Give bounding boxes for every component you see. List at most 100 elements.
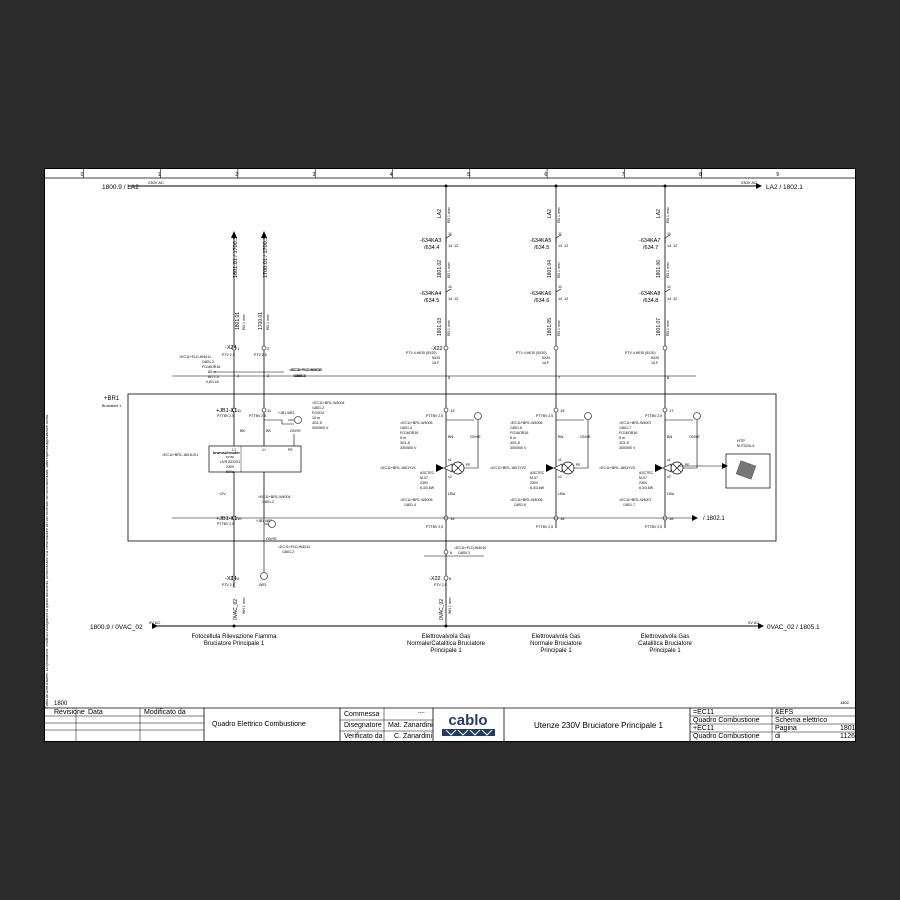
- flame-dev-ref: =EC11+BR1-1801UV1: [162, 453, 198, 457]
- flame-pin-sig: 1+: [262, 448, 266, 452]
- flame-wire-b-spec: RD 1 mm²: [266, 313, 270, 330]
- valve-term-no: 5: [448, 375, 451, 380]
- pin-label: x2: [667, 475, 671, 479]
- x22-bottom-ftv: PTV 2,5: [434, 583, 447, 587]
- tb-project: Quadro Elettrico Combustione: [212, 721, 306, 728]
- valve-wire-gnye: GNYE: [580, 435, 591, 439]
- flame-bus-t2: 2: [267, 373, 270, 378]
- valve-wire-gnye: GNYE: [689, 435, 700, 439]
- valve-device-ref: =EC11+BR1-1801YV1: [380, 466, 416, 470]
- htp-component: HTP M.IT52VL3: [678, 438, 771, 489]
- flame-bus-t1: 1: [237, 373, 240, 378]
- terminal-circle: [553, 345, 559, 351]
- valve-wire-mid: 1801.06: [656, 260, 662, 278]
- flame-jb-lbl: +JB1-X1: [216, 408, 237, 414]
- flame-wire-a: 1801.01: [235, 312, 241, 330]
- valve-cable-line: /1801.7: [619, 426, 631, 430]
- valve-wire-spec: RD 1 mm²: [666, 206, 670, 223]
- valve-device-line: 230V: [639, 481, 648, 485]
- flame-pin-l1: L1: [232, 448, 236, 452]
- flame-gnye-2: GNYE: [266, 537, 277, 541]
- tb-revisione: Revisione: [54, 709, 85, 716]
- valve-wire-top: LA2: [437, 209, 443, 218]
- grid-column-label: 4: [390, 172, 393, 178]
- valve-icon: [436, 464, 444, 472]
- x22-bottom-cable: =EC11+FLD-W4010: [454, 546, 486, 550]
- flame-cable-line: 0,6/1 kV: [206, 380, 220, 384]
- valve-amp: 1A F: [651, 361, 658, 365]
- tb-commessa-val: ----: [418, 710, 425, 716]
- htp-sub: M.IT52VL3: [737, 444, 754, 448]
- contact-no: 14: [448, 244, 452, 248]
- terminal-circle: [443, 345, 449, 351]
- valve-caption-line: Principale 1: [540, 648, 572, 654]
- grid-column-label: 7: [622, 172, 625, 178]
- valve-jb-no2: 18: [669, 516, 674, 521]
- flame-jb-ftv: PTTBV 2,5: [217, 414, 234, 418]
- valve-cable2-ref: /1801.7: [623, 503, 635, 507]
- relay-tag: -634KA5: [530, 238, 551, 244]
- flame-gnye: GNYE: [290, 429, 301, 433]
- valve-icon: [546, 464, 554, 472]
- flame-cable2-line: =EC11+BR1-W4004: [312, 401, 345, 405]
- contact-no: 12: [564, 244, 568, 248]
- sheet-no-right: 1802: [840, 700, 849, 705]
- tb-r4b: di: [775, 733, 781, 740]
- top-bus: 1800.9 / LA2 230V AC 230V AC LA2 / 1802.…: [102, 180, 803, 191]
- grid-column-label: 2: [235, 172, 238, 178]
- flame-cable3-ref: /1801.2: [262, 500, 274, 504]
- valve-cable-top: =EC11+FLD-W4010: [289, 368, 321, 372]
- valve-caption-line: Elettrovalvola Gas: [641, 634, 690, 640]
- valve-wire-bn: BN: [558, 435, 564, 439]
- grid-column-label: 3: [313, 172, 316, 178]
- flame-dev-line: UVS10D0G1: [220, 460, 240, 464]
- flame-cable-line: FG16OR16: [202, 365, 220, 369]
- valve-device-line: 6,3/3,6W: [420, 486, 435, 490]
- valve-ftv: PTV 4-HESI (5X20): [516, 351, 547, 355]
- flame-wire-b: 1700.01: [258, 312, 264, 330]
- uv-sensor-device: [208, 445, 302, 473]
- contact-no: 12: [673, 244, 677, 248]
- flame-bk2: BK: [266, 429, 272, 433]
- relay-ref: /634.8: [643, 298, 658, 304]
- top-bus-right-label: 230V AC: [741, 180, 757, 185]
- contact-no: 12: [454, 244, 458, 248]
- flame-dev-line: 50Hz: [226, 470, 234, 474]
- relay-ref: /634.5: [534, 245, 549, 251]
- flame-wire-bot-spec: WH 1 mm²: [242, 596, 246, 614]
- x22-bottom-no: 6: [450, 550, 453, 555]
- valve-cable-line: 3G1,5: [619, 441, 629, 445]
- contact-no: 11: [667, 285, 671, 289]
- relay-tag: -634KA7: [639, 238, 660, 244]
- bottom-bus-left-label: 0V AC: [149, 620, 160, 625]
- valve-device-ref: =EC11+BR1-1801YV2: [490, 466, 526, 470]
- valve-wire-spec: RD 1 mm²: [557, 206, 561, 223]
- valve-cable-line: FG16OR16: [510, 431, 528, 435]
- grid-column-label: 5: [467, 172, 470, 178]
- tb-r1a: =EC11: [693, 709, 715, 716]
- valve-cable-line: 300/500 V: [400, 446, 417, 450]
- relay-ref: /634.6: [534, 298, 549, 304]
- valve-wire-bot: 1801.05: [547, 318, 553, 336]
- flame-tb1: 4: [237, 576, 240, 581]
- top-bus-right-ref: LA2 / 1802.1: [766, 184, 803, 191]
- terminal-circle: [662, 345, 668, 351]
- flame-caption: Bruciatore Principale 1: [204, 641, 265, 647]
- valve-wire-lbu: LBU: [667, 492, 675, 496]
- valve-amp: 1A F: [542, 361, 549, 365]
- tb-r2a: Quadro Combustione: [693, 717, 760, 724]
- ground-icon: [260, 572, 268, 580]
- contact-no: 14: [558, 244, 562, 248]
- valve-jb-ftv: PTTBV 2,5: [536, 414, 553, 418]
- valve-cable-line: =EC11+BR1-W4007: [619, 421, 652, 425]
- grid-column-label: 6: [544, 172, 547, 178]
- flame-t2: 2: [267, 346, 270, 351]
- valve-device-line: ASCTEC: [530, 471, 545, 475]
- valve-caption-line: Principale 1: [430, 648, 462, 654]
- flame-jb-t2: 11: [267, 408, 272, 413]
- x22-bottom-no-2: 6: [449, 576, 452, 581]
- flame-cable2-line: FG4O4: [312, 411, 324, 415]
- pin-label: x2: [558, 475, 562, 479]
- valve-cable-line: =EC11+BR1-W4005: [400, 421, 433, 425]
